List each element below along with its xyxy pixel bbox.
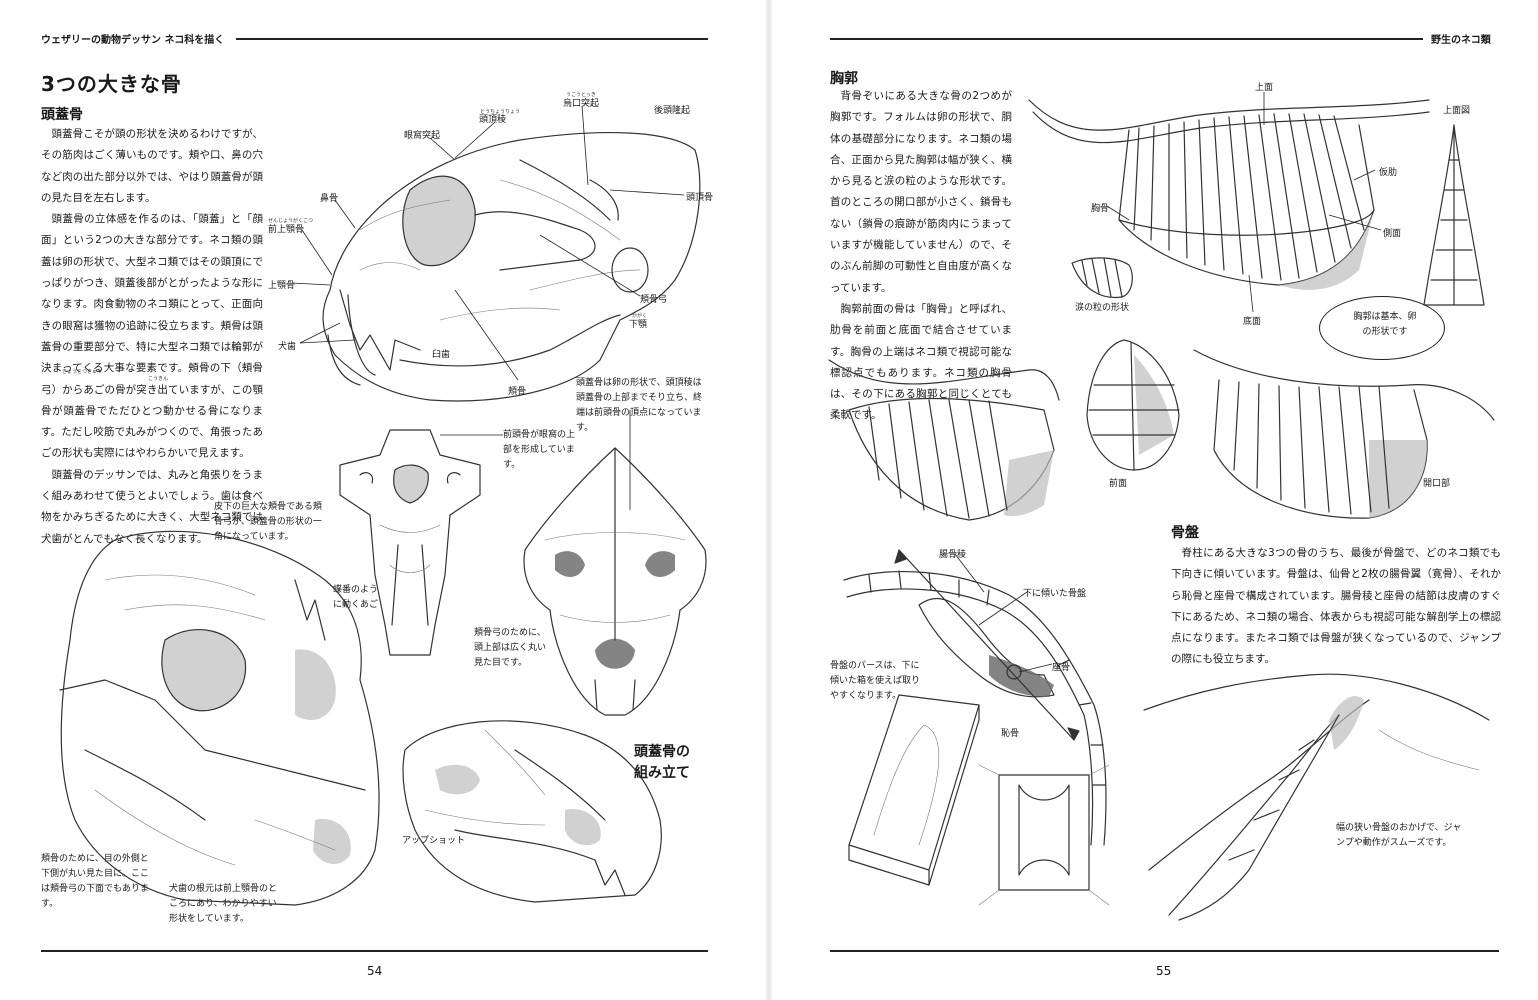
caption-pelvis-perspective: 骨盤のパースは、下に傾いた箱を使えば取りやすくなります。 [830,661,921,701]
teardrop-shape-drawing [1071,257,1133,299]
label-premaxilla: 前上顎骨 [268,225,305,235]
label-parietal-bone: 頭頂骨 [686,193,714,203]
label-occipital-ridge: 後頭隆起 [654,106,691,116]
ribcage-front-view-drawing [1086,339,1180,471]
ruby-coronoid-process: うこうとっき [566,92,596,98]
page-title: 3つの大きな骨 [41,72,182,96]
label-top-view: 上面図 [1443,106,1471,116]
label-iliac-crest: 腸骨稜 [939,550,967,560]
label-canine: 犬歯 [278,342,297,352]
label-ischium: 座骨 [1052,663,1071,673]
pelvis-spine-drawing [843,549,1110,906]
label-upshot: アップショット [402,836,466,846]
footer-rule-left [41,950,708,952]
label-maxilla: 上顎骨 [268,281,296,291]
ruby-premaxilla: ぜんじょうがくこつ [268,218,314,224]
caption-egg-note: 胸郭は基本、卵の形状です [1353,312,1417,337]
label-orbital-process: 眼窩突起 [404,131,441,141]
thorax-body-text: 背骨ぞいにある大きな骨の2つめが胸郭です。フォルムは卵の形状で、胴体の基礎部分に… [830,86,1012,427]
caption-eye-outer: 頬骨のために、目の外側と下側が丸い見た目に。ここは頬骨弓の下面でもあります。 [41,854,150,909]
label-zygomatic: 頬骨 [508,387,527,397]
ruby-masseter: こうきん [148,376,169,382]
label-bottom: 底面 [1243,317,1262,327]
label-mandible: 下顎 [629,320,648,330]
label-top: 上面 [1255,83,1274,93]
leaping-pelvis-drawing [1143,673,1490,921]
label-molar: 臼歯 [432,350,451,360]
running-head-left: ウェザリーの動物デッサン ネコ科を描く [41,35,225,46]
ribcage-rear-view-drawing [1193,349,1495,519]
label-teardrop: 涙の粒の形状 [1075,303,1130,313]
skull-side-view-drawing [322,132,701,402]
label-sternum: 胸骨 [1091,204,1110,214]
section-heading-pelvis: 骨盤 [1171,525,1199,541]
thorax-paragraph-2: 胸郭前面の骨は「胸骨」と呼ばれ、肋骨を前面と底面で結合させています。胸骨の上端は… [830,302,1012,422]
caption-egg-shape: 頭蓋骨は卵の形状で、頭頂稜は頭蓋骨の上部までそり立ち、終端は前頭骨の頂点になって… [576,378,703,433]
label-opening: 開口部 [1423,479,1451,489]
footer-rule-right [830,950,1499,952]
caption-canine-root: 犬歯の根元は前上顎骨のところにあり、わかりやすい形状をしています。 [169,884,278,924]
caption-narrow-pelvis: 幅の狭い骨盤のおかげで、ジャンプや動作がスムーズです。 [1336,823,1462,848]
section-heading-skull: 頭蓋骨 [41,107,83,123]
label-pubis: 恥骨 [1001,729,1020,739]
label-front: 前面 [1109,479,1128,489]
running-head-right: 野生のネコ類 [1431,35,1491,46]
page-number-left: 54 [367,964,383,978]
caption-frontal-bone: 前頭骨が眼窩の上部を形成しています。 [503,430,576,470]
skull-upshot-drawing [402,720,662,903]
right-page: 野生のネコ類 胸郭 背骨ぞいにある大きな骨の2つめが胸郭です。フォルムは卵の形状… [769,0,1538,1000]
pelvis-paragraph-1: 脊柱にある大きな3つの骨のうち、最後が骨盤で、どのネコ類でも下向きに傾いています… [1171,547,1501,666]
label-false-ribs: 仮肋 [1379,168,1398,178]
caption-zygomatic-note: 皮下の巨大な頬骨である頬骨弓が、頭蓋骨の形状の一角になっています。 [214,502,322,542]
ruby-sagittal-crest: とうちょうりょう [480,109,521,115]
ruby-mandible: かがく [632,313,648,319]
ribcage-three-quarter-drawing [828,359,1060,521]
skull-paragraph-2: 頭蓋骨の立体感を作るのは、「頭蓋」と「顔面」という2つの大きな部分です。ネコ類の… [41,213,263,460]
skull-paragraph-1: 頭蓋骨こそが頭の形状を決めるわけですが、その筋肉はごく薄いものです。頬や口、鼻の… [41,128,263,204]
skull-bottom-view-drawing [339,429,481,656]
label-side: 側面 [1383,229,1402,239]
skull-paragraph-3: 頭蓋骨のデッサンでは、丸みと角張りをうまく組みあわせて使うとよいでしょう。歯は食… [41,468,263,545]
caption-skull-assembly: 頭蓋骨の組み立て [634,744,690,781]
header-rule-right [830,38,1423,40]
skull-front-view-drawing [523,447,707,716]
left-page: ウェザリーの動物デッサン ネコ科を描く 3つの大きな骨 頭蓋骨 頭蓋骨こそが頭の… [41,35,714,978]
caption-hinge-jaw: 蝶番のように動くあご [333,585,379,610]
header-rule-left [236,38,708,40]
label-tilted-pelvis: 下に傾いた骨盤 [1023,589,1087,599]
thorax-paragraph-1: 背骨ぞいにある大きな骨の2つめが胸郭です。フォルムは卵の形状で、胴体の基礎部分に… [830,90,1012,294]
ribcage-top-view-drawing [1423,124,1485,306]
section-heading-thorax: 胸郭 [830,71,858,87]
caption-wide-top: 頬骨弓のために、頭上部は広く丸い見た目です。 [474,628,547,668]
label-sagittal-crest: 頭頂稜 [479,115,507,125]
book-gutter [766,0,772,1000]
skull-body-text: 頭蓋骨こそが頭の形状を決めるわけですが、その筋肉はごく薄いものです。頬や口、鼻の… [41,124,263,550]
egg-note-bubble [1319,296,1445,360]
skull-three-quarter-drawing [59,530,380,906]
label-zygomatic-arch: 頬骨弓 [640,295,668,305]
pelvis-body-text: 脊柱にある大きな3つの骨のうち、最後が骨盤で、どのネコ類でも下向きに傾いています… [1171,543,1501,671]
label-coronoid-process: 烏口突起 [563,99,600,109]
label-nasal-bone: 鼻骨 [320,194,339,204]
ruby-zygomatic-arch: きょうこつきゅう [62,369,103,375]
page-number-right: 55 [1156,964,1172,978]
